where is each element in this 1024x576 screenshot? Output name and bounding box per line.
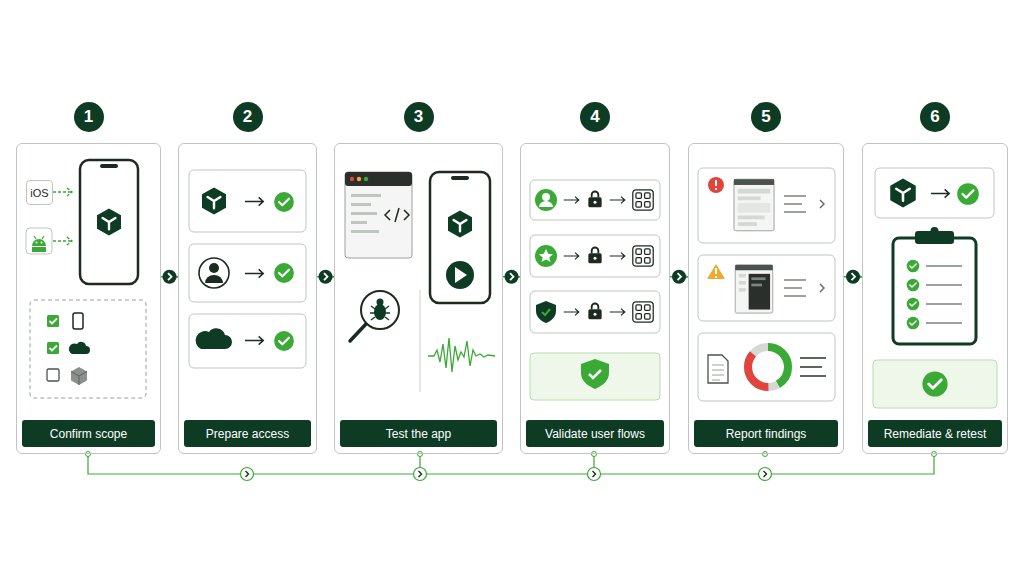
step-panel: 1Confirm scopeiOS — [16, 143, 161, 454]
flow-connector — [503, 270, 520, 284]
flow-connector — [317, 270, 334, 284]
step-number: 2 — [233, 102, 263, 132]
step-number: 3 — [404, 102, 434, 132]
return-bus — [86, 452, 937, 475]
step-label: Prepare access — [184, 420, 311, 447]
retest-art — [873, 168, 997, 408]
flows-art — [530, 180, 660, 400]
step-label: Confirm scope — [22, 420, 155, 447]
bus-chevron — [414, 468, 427, 481]
step-panel: 2Prepare access — [178, 143, 317, 454]
step-number: 6 — [920, 102, 950, 132]
step-label: Validate user flows — [526, 420, 664, 447]
step-number: 5 — [751, 102, 781, 132]
scope-art — [26, 160, 146, 398]
report-art — [698, 168, 835, 401]
step-label: Report findings — [694, 420, 838, 447]
step-number: 1 — [74, 102, 104, 132]
flow-connector — [670, 270, 688, 284]
platform-label: iOS — [30, 187, 48, 199]
bus-chevron — [759, 468, 772, 481]
step-label: Test the app — [340, 420, 497, 447]
step-panel: 4Validate user flows — [520, 143, 670, 454]
flow-connector — [844, 270, 862, 284]
flow-connector — [161, 270, 178, 284]
test-art — [345, 172, 495, 392]
step-panel: 3Test the app — [334, 143, 503, 454]
platform-tag: iOS — [26, 180, 53, 205]
bus-chevron — [241, 468, 254, 481]
step-panel: 5Report findings — [688, 143, 844, 454]
access-art — [189, 170, 306, 368]
step-panel: 6Remediate & retest — [862, 143, 1008, 454]
step-label: Remediate & retest — [868, 420, 1002, 447]
step-number: 4 — [580, 102, 610, 132]
bus-chevron — [588, 468, 601, 481]
